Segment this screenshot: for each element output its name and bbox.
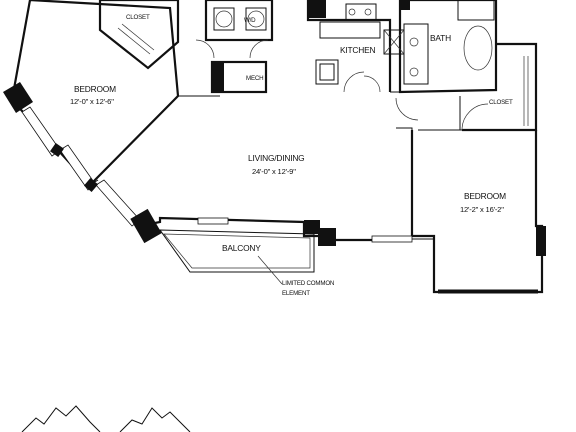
closet-right-walls [459,42,538,132]
living-dining-size: 24'-0" x 12'-9" [252,167,296,176]
laundry-walls [195,0,274,59]
closet-top-walls [98,0,180,70]
bedroom-right-label: BEDROOM [464,191,506,201]
annotation-leader [257,255,283,285]
living-dining-label: LIVING/DINING [248,153,305,163]
laundry-label: W/D [244,17,256,24]
living-exterior-walls [130,208,434,246]
kitchen-label: KITCHEN [340,45,376,55]
bedroom-left-label: BEDROOM [74,84,116,94]
kitchen-walls [306,0,392,93]
annotation-line1: LIMITED COMMON [282,280,334,287]
mech-label: MECH [246,75,263,82]
mech-walls [210,60,268,94]
balcony-label: BALCONY [222,243,261,253]
keyplan-thumbnails [21,405,191,432]
balcony-outline [159,217,315,273]
bedroom-right-size: 12'-2" x 16'-2" [460,205,504,214]
closet-right-label: CLOSET [489,99,513,106]
interior-partitions [390,91,462,236]
bedroom-right-walls [410,130,546,294]
bedroom-left-size: 12'-0" x 12'-6" [70,97,114,106]
left-exterior-windows [21,106,141,227]
bath-walls [383,0,498,121]
closet-top-label: CLOSET [126,14,150,21]
bath-label: BATH [430,33,451,43]
annotation-line2: ELEMENT [282,290,310,297]
